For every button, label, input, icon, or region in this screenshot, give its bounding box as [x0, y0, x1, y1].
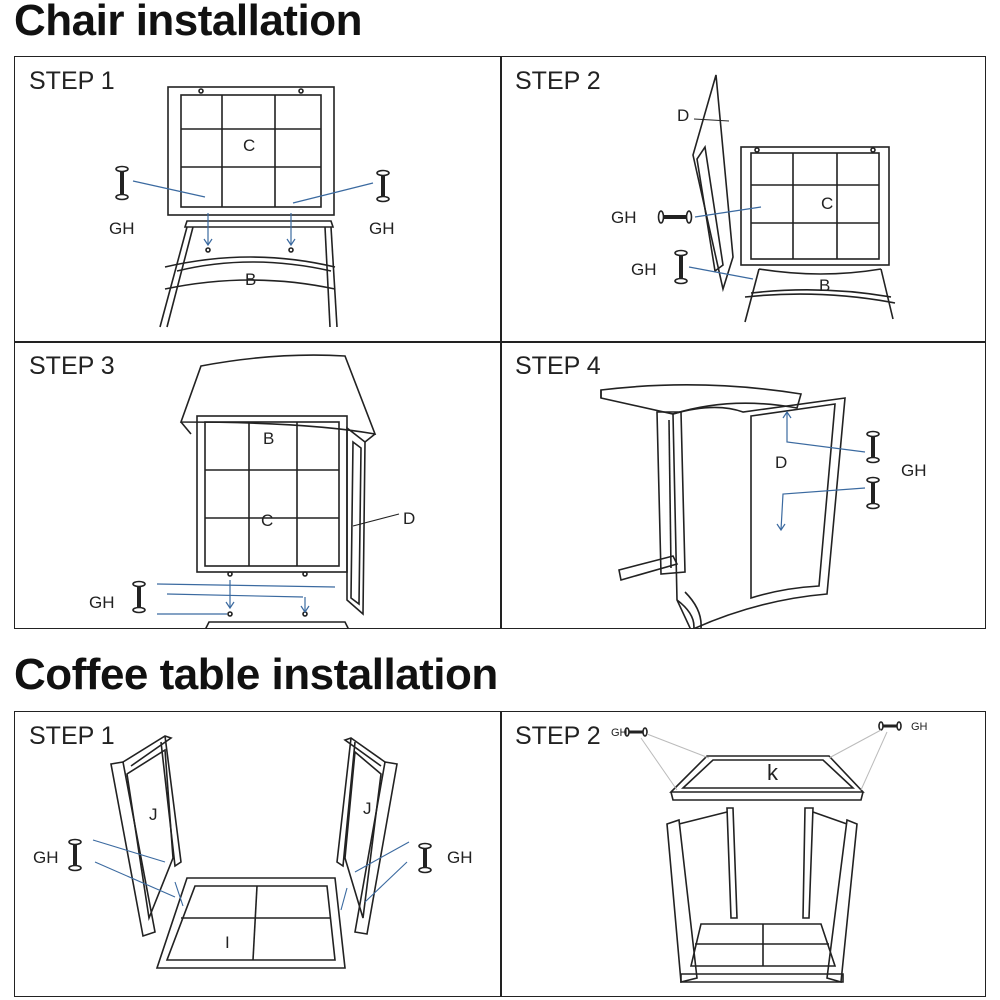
part-d-label: D	[403, 509, 415, 528]
screw-gh-label: GH	[911, 721, 928, 733]
screw-gh-label: GH	[89, 593, 115, 612]
grid-divider	[500, 712, 502, 996]
part-k-label: k	[767, 760, 779, 785]
part-c-label: C	[261, 511, 273, 530]
step-label: STEP 1	[29, 67, 115, 95]
step-label: STEP 2	[515, 722, 601, 750]
chair-step-3-diagram: B C D GH A	[89, 354, 415, 628]
grid-divider	[500, 57, 502, 628]
step-label: STEP 1	[29, 722, 115, 750]
chair-step-3-panel: STEP 3	[15, 342, 500, 628]
table-step-1-diagram: J J I GH GH	[33, 735, 473, 969]
step-label: STEP 3	[29, 352, 115, 380]
part-i-label: I	[225, 933, 230, 952]
chair-step-1-panel: STEP 1	[15, 57, 500, 341]
part-d-label: D	[677, 106, 689, 125]
screw-gh-label: GH	[611, 208, 637, 227]
table-steps-grid: STEP 1	[14, 711, 986, 997]
screw-gh-label: GH	[631, 260, 657, 279]
chair-steps-grid: STEP 1	[14, 56, 986, 629]
screw-gh-label: GH	[33, 848, 59, 867]
chair-step-2-diagram: D C B GH GH	[611, 74, 896, 323]
table-step-1-panel: STEP 1	[15, 712, 500, 995]
screw-gh-label: GH	[901, 461, 927, 480]
chair-step-4-diagram: D GH	[600, 384, 927, 628]
grid-divider	[15, 341, 985, 343]
step-label: STEP 4	[515, 352, 601, 380]
part-j-label: J	[149, 805, 158, 824]
part-c-label: C	[243, 136, 255, 155]
coffee-table-installation-title: Coffee table installation	[14, 650, 498, 699]
part-c-label: C	[821, 194, 833, 213]
part-d-label: D	[775, 453, 787, 472]
part-b-label: B	[263, 429, 274, 448]
screw-gh-label: GH	[447, 848, 473, 867]
screw-gh-label: GH	[109, 219, 135, 238]
chair-installation-title: Chair installation	[14, 0, 362, 45]
part-b-label: B	[245, 270, 256, 289]
chair-step-4-panel: STEP 4 D	[501, 342, 987, 628]
chair-step-1-diagram: C B GH GH	[109, 86, 395, 328]
part-b-label: B	[819, 276, 830, 295]
step-label: STEP 2	[515, 67, 601, 95]
table-step-2-diagram: GH GH k	[611, 721, 928, 984]
screw-gh-label: GH	[369, 219, 395, 238]
table-step-2-panel: STEP 2	[501, 712, 987, 995]
chair-step-2-panel: STEP 2	[501, 57, 987, 341]
part-j-label: J	[363, 799, 372, 818]
screw-gh-label: GH	[611, 727, 628, 739]
